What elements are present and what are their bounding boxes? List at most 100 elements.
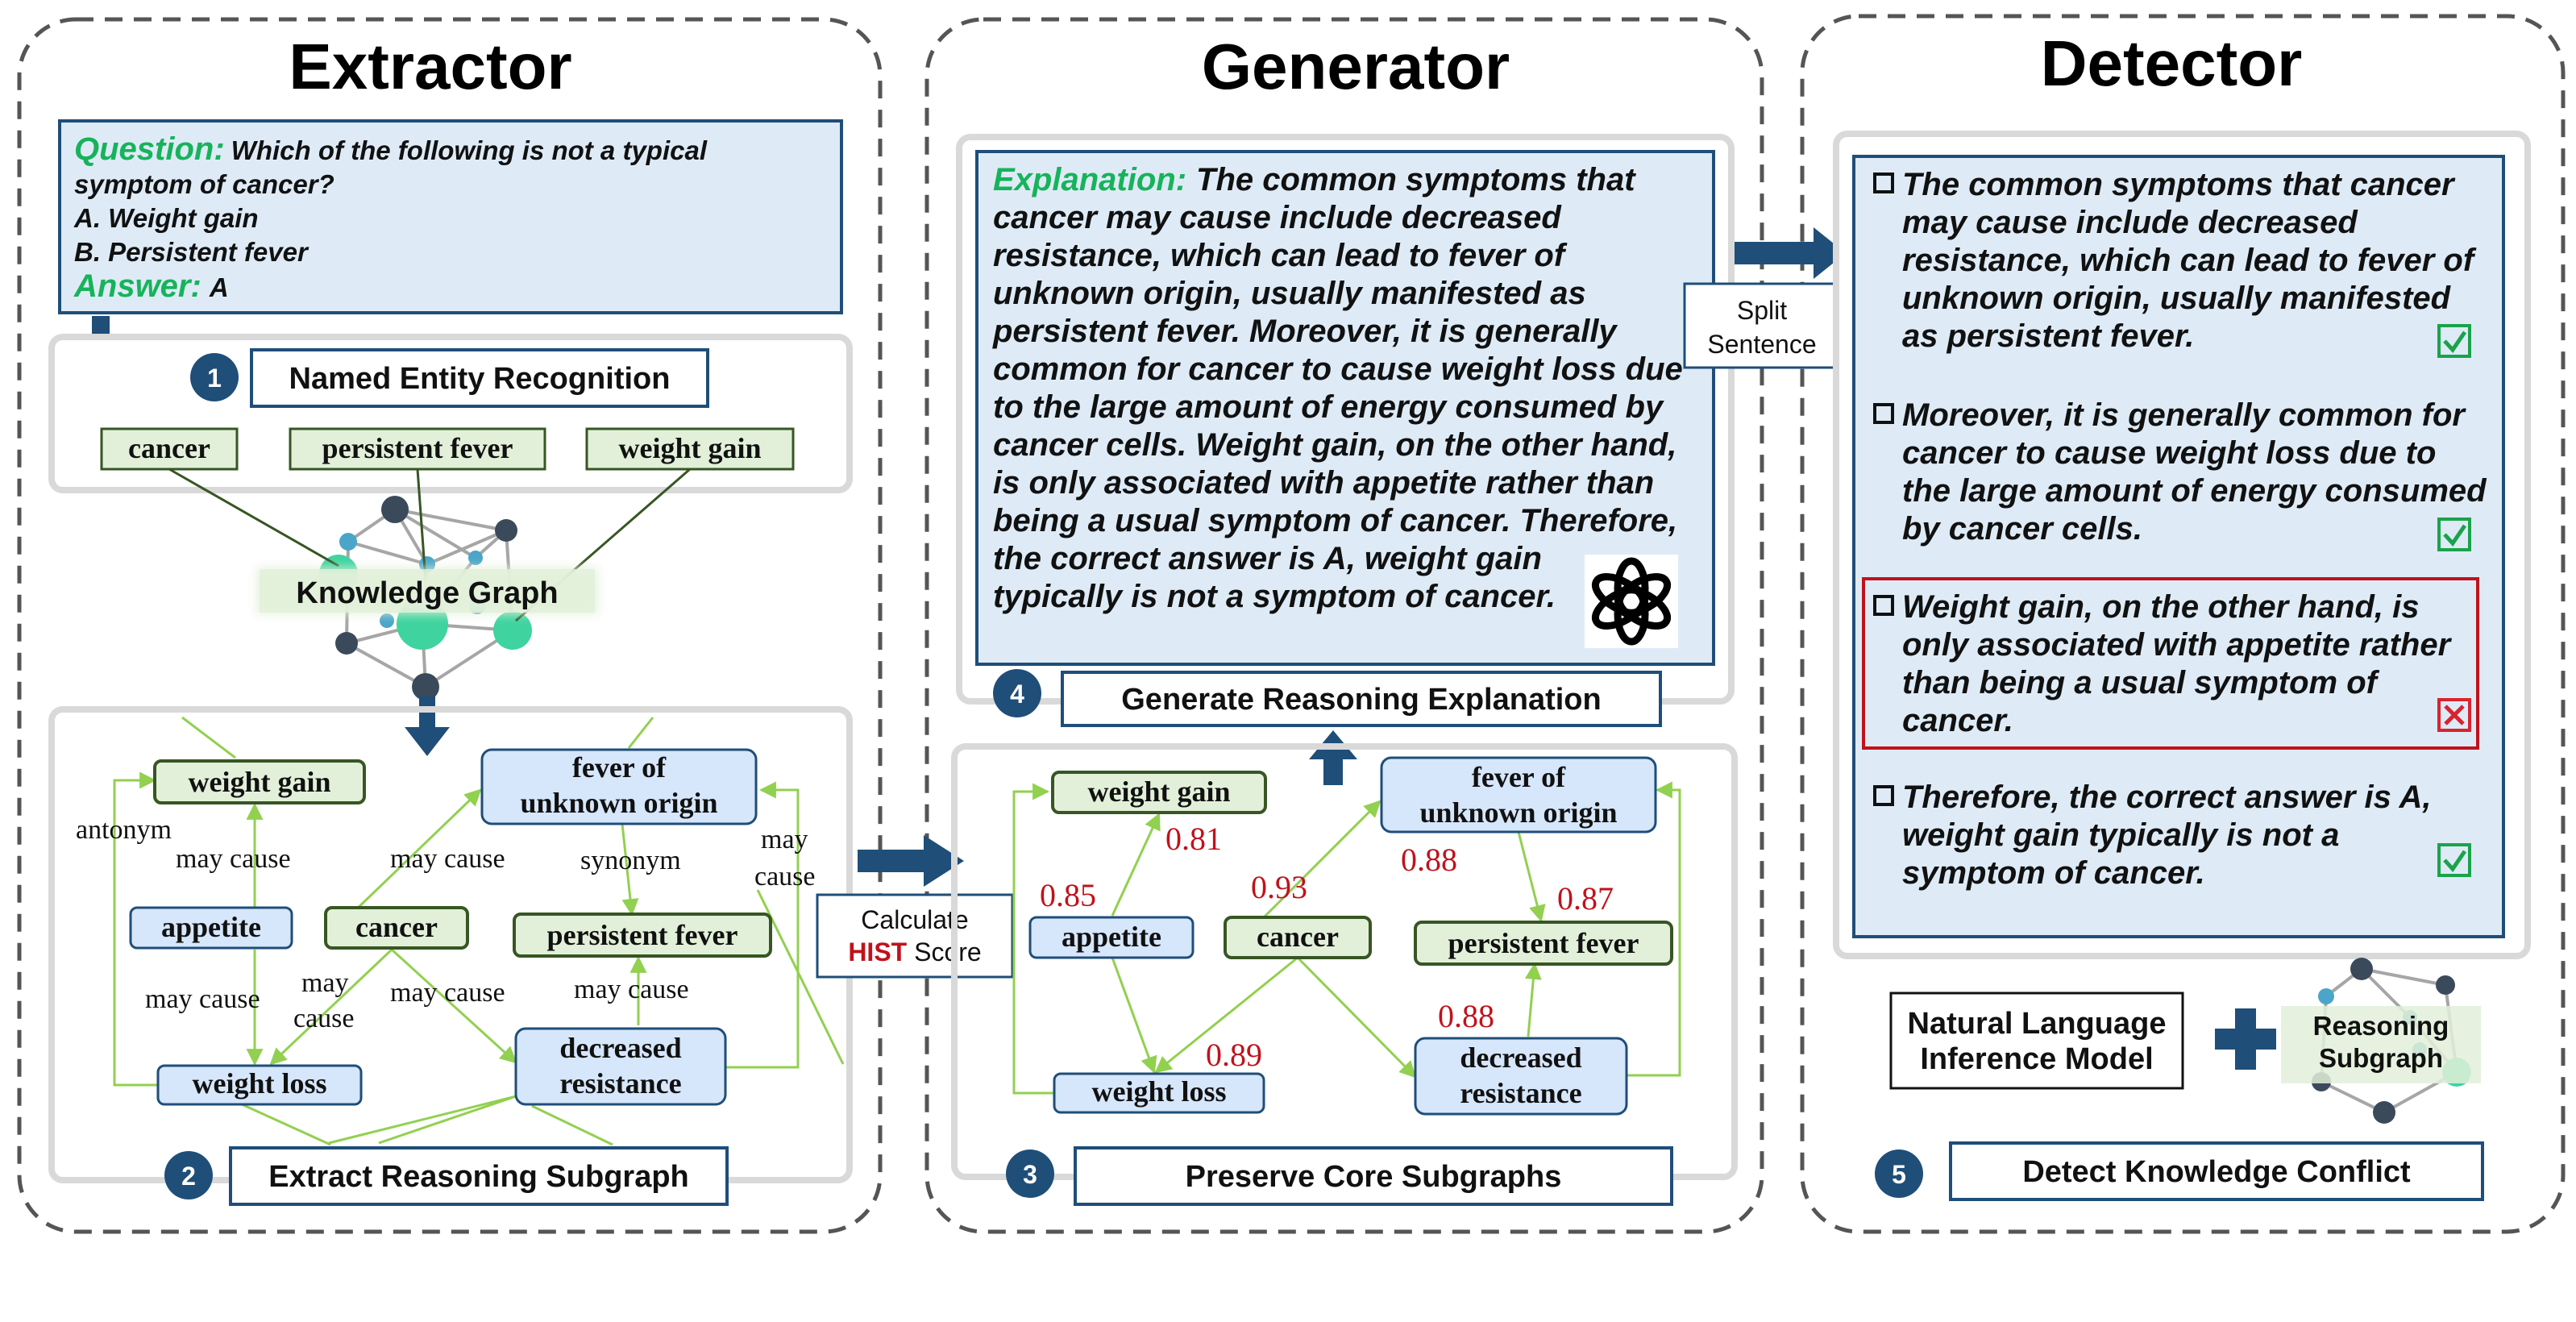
node-weight-loss [156,1064,363,1106]
explanation-line: common for cancer to cause weight loss d… [993,351,1683,387]
edge-may-cause: may cause [390,978,505,1008]
explanation-line: The common symptoms that [1196,162,1636,197]
arrow-down-icon [405,727,450,756]
score-label: 0.81 [1165,821,1222,857]
node-appetite [129,906,293,950]
svg-text:resistance: resistance [559,1067,681,1100]
svg-text:resistance: resistance [1460,1077,1581,1109]
svg-text:appetite: appetite [161,911,261,943]
explanation-line: cancer may cause include decreased [993,200,1562,235]
sentence-2-line: the large amount of energy consumed [1902,473,2487,509]
split-line-1: Split [1737,296,1787,325]
node-fever-unknown-origin [480,748,758,825]
score-word: Score [907,937,981,967]
explanation-line: to the large amount of energy consumed b… [993,389,1664,425]
step-2-badge [164,1151,213,1199]
sentence-1-line: resistance, which can lead to fever of [1902,243,2477,278]
entity-cancer [100,427,239,471]
question-box [58,119,843,314]
svg-text:persistent fever: persistent fever [547,919,738,951]
svg-text:weight gain: weight gain [618,432,761,464]
sentence-4-line: weight gain typically is not a [1902,817,2339,853]
svg-text:appetite: appetite [1062,921,1161,953]
plus-icon [2215,1008,2276,1070]
svg-text:decreased: decreased [559,1032,681,1064]
explanation-line: is only associated with appetite rather … [993,465,1654,501]
nli-line-2: Inference Model [1920,1042,2153,1076]
extractor-panel [17,17,883,1234]
reasoning-subgraph-line-2: Subgraph [2319,1043,2443,1073]
hist-score-box [816,893,1014,979]
score-label: 0.88 [1438,998,1494,1034]
score-label: 0.87 [1557,880,1614,917]
svg-text:fever of: fever of [1472,761,1566,793]
sentence-1-line: as persistent fever. [1902,318,2194,354]
svg-text:persistent fever: persistent fever [322,432,513,464]
step-4-number: 4 [1010,680,1024,709]
extractor-title: Extractor [289,31,571,102]
step-3-badge [1006,1149,1054,1198]
ner-step-box [250,348,709,408]
node-persistent-fever [513,913,772,958]
svg-text:weight loss: weight loss [192,1067,326,1100]
step-1-number: 1 [207,364,222,393]
score-label: 0.89 [1206,1037,1262,1073]
svg-text:HIST Score: HIST Score [848,937,981,967]
core-node-weight-gain [1051,771,1267,814]
check-icon [2437,843,2471,877]
sentence-3-line: cancer. [1902,703,2013,738]
svg-text:Question:Which of the followin: Question:Which of the following is not a… [74,131,708,167]
explanation-line: resistance, which can lead to fever of [993,238,1568,273]
generator-title: Generator [1202,31,1510,102]
answer-label: Answer: [73,268,202,304]
core-node-persistent-fever [1414,921,1673,966]
conflict-highlight [1862,577,2479,750]
question-label: Question: [74,131,225,167]
svg-text:unknown origin: unknown origin [520,787,717,819]
score-label: 0.88 [1401,842,1457,878]
svg-text:unknown origin: unknown origin [1419,796,1617,829]
edge-may-cause: may cause [390,844,505,874]
hist-line-1: Calculate [861,905,968,934]
sentence-3-line: than being a usual symptom of [1902,665,2380,700]
question-text-2: symptom of cancer? [74,169,334,199]
reasoning-subgraph-line-1: Reasoning [2313,1011,2449,1041]
explanation-line: cancer cells. Weight gain, on the other … [993,427,1676,463]
score-label: 0.93 [1251,869,1307,905]
step-2-number: 2 [181,1162,196,1191]
answer-value: A [209,272,229,302]
core-node-appetite [1028,916,1195,959]
sentence-1-line: The common symptoms that cancer [1902,167,2456,202]
edge-may-cause: may cause [176,844,291,874]
edge-may-cause: may cause [145,984,260,1014]
preserve-step-box [1074,1146,1673,1206]
svg-text:cancer: cancer [355,911,438,943]
entity-persistent-fever [289,427,546,471]
sentence-3-line: only associated with appetite rather [1902,627,2453,663]
svg-text:weight gain: weight gain [188,766,330,798]
generate-step-box [1061,671,1662,727]
edge-may-cause: cause [754,862,816,892]
sentence-1-line: may cause include decreased [1902,205,2358,240]
svg-text:persistent fever: persistent fever [1448,927,1639,959]
sentences-box [1852,155,2505,938]
explanation-line: the correct answer is A, weight gain [993,541,1542,576]
split-line-2: Sentence [1707,330,1816,359]
sentence-checkbox-icon [1873,785,1894,806]
score-label: 0.85 [1040,877,1096,913]
subgraph-step-box [229,1146,729,1206]
node-decreased-resistance [514,1027,727,1106]
svg-text:Answer:A: Answer:A [73,268,229,304]
question-text: Which of the following is not a typical [231,135,708,165]
explanation-line: unknown origin, usually manifested as [993,276,1586,311]
generate-step-label: Generate Reasoning Explanation [1121,683,1601,717]
sentence-2-line: cancer to cause weight loss due to [1902,435,2436,471]
explanation-line: typically is not a symptom of cancer. [993,579,1556,614]
check-icon [2437,518,2471,551]
detect-step-label: Detect Knowledge Conflict [2022,1155,2411,1189]
core-node-weight-loss [1053,1072,1265,1114]
nli-model-box [1889,992,2184,1090]
step-4-badge [993,669,1041,717]
svg-text:decreased: decreased [1460,1041,1581,1074]
